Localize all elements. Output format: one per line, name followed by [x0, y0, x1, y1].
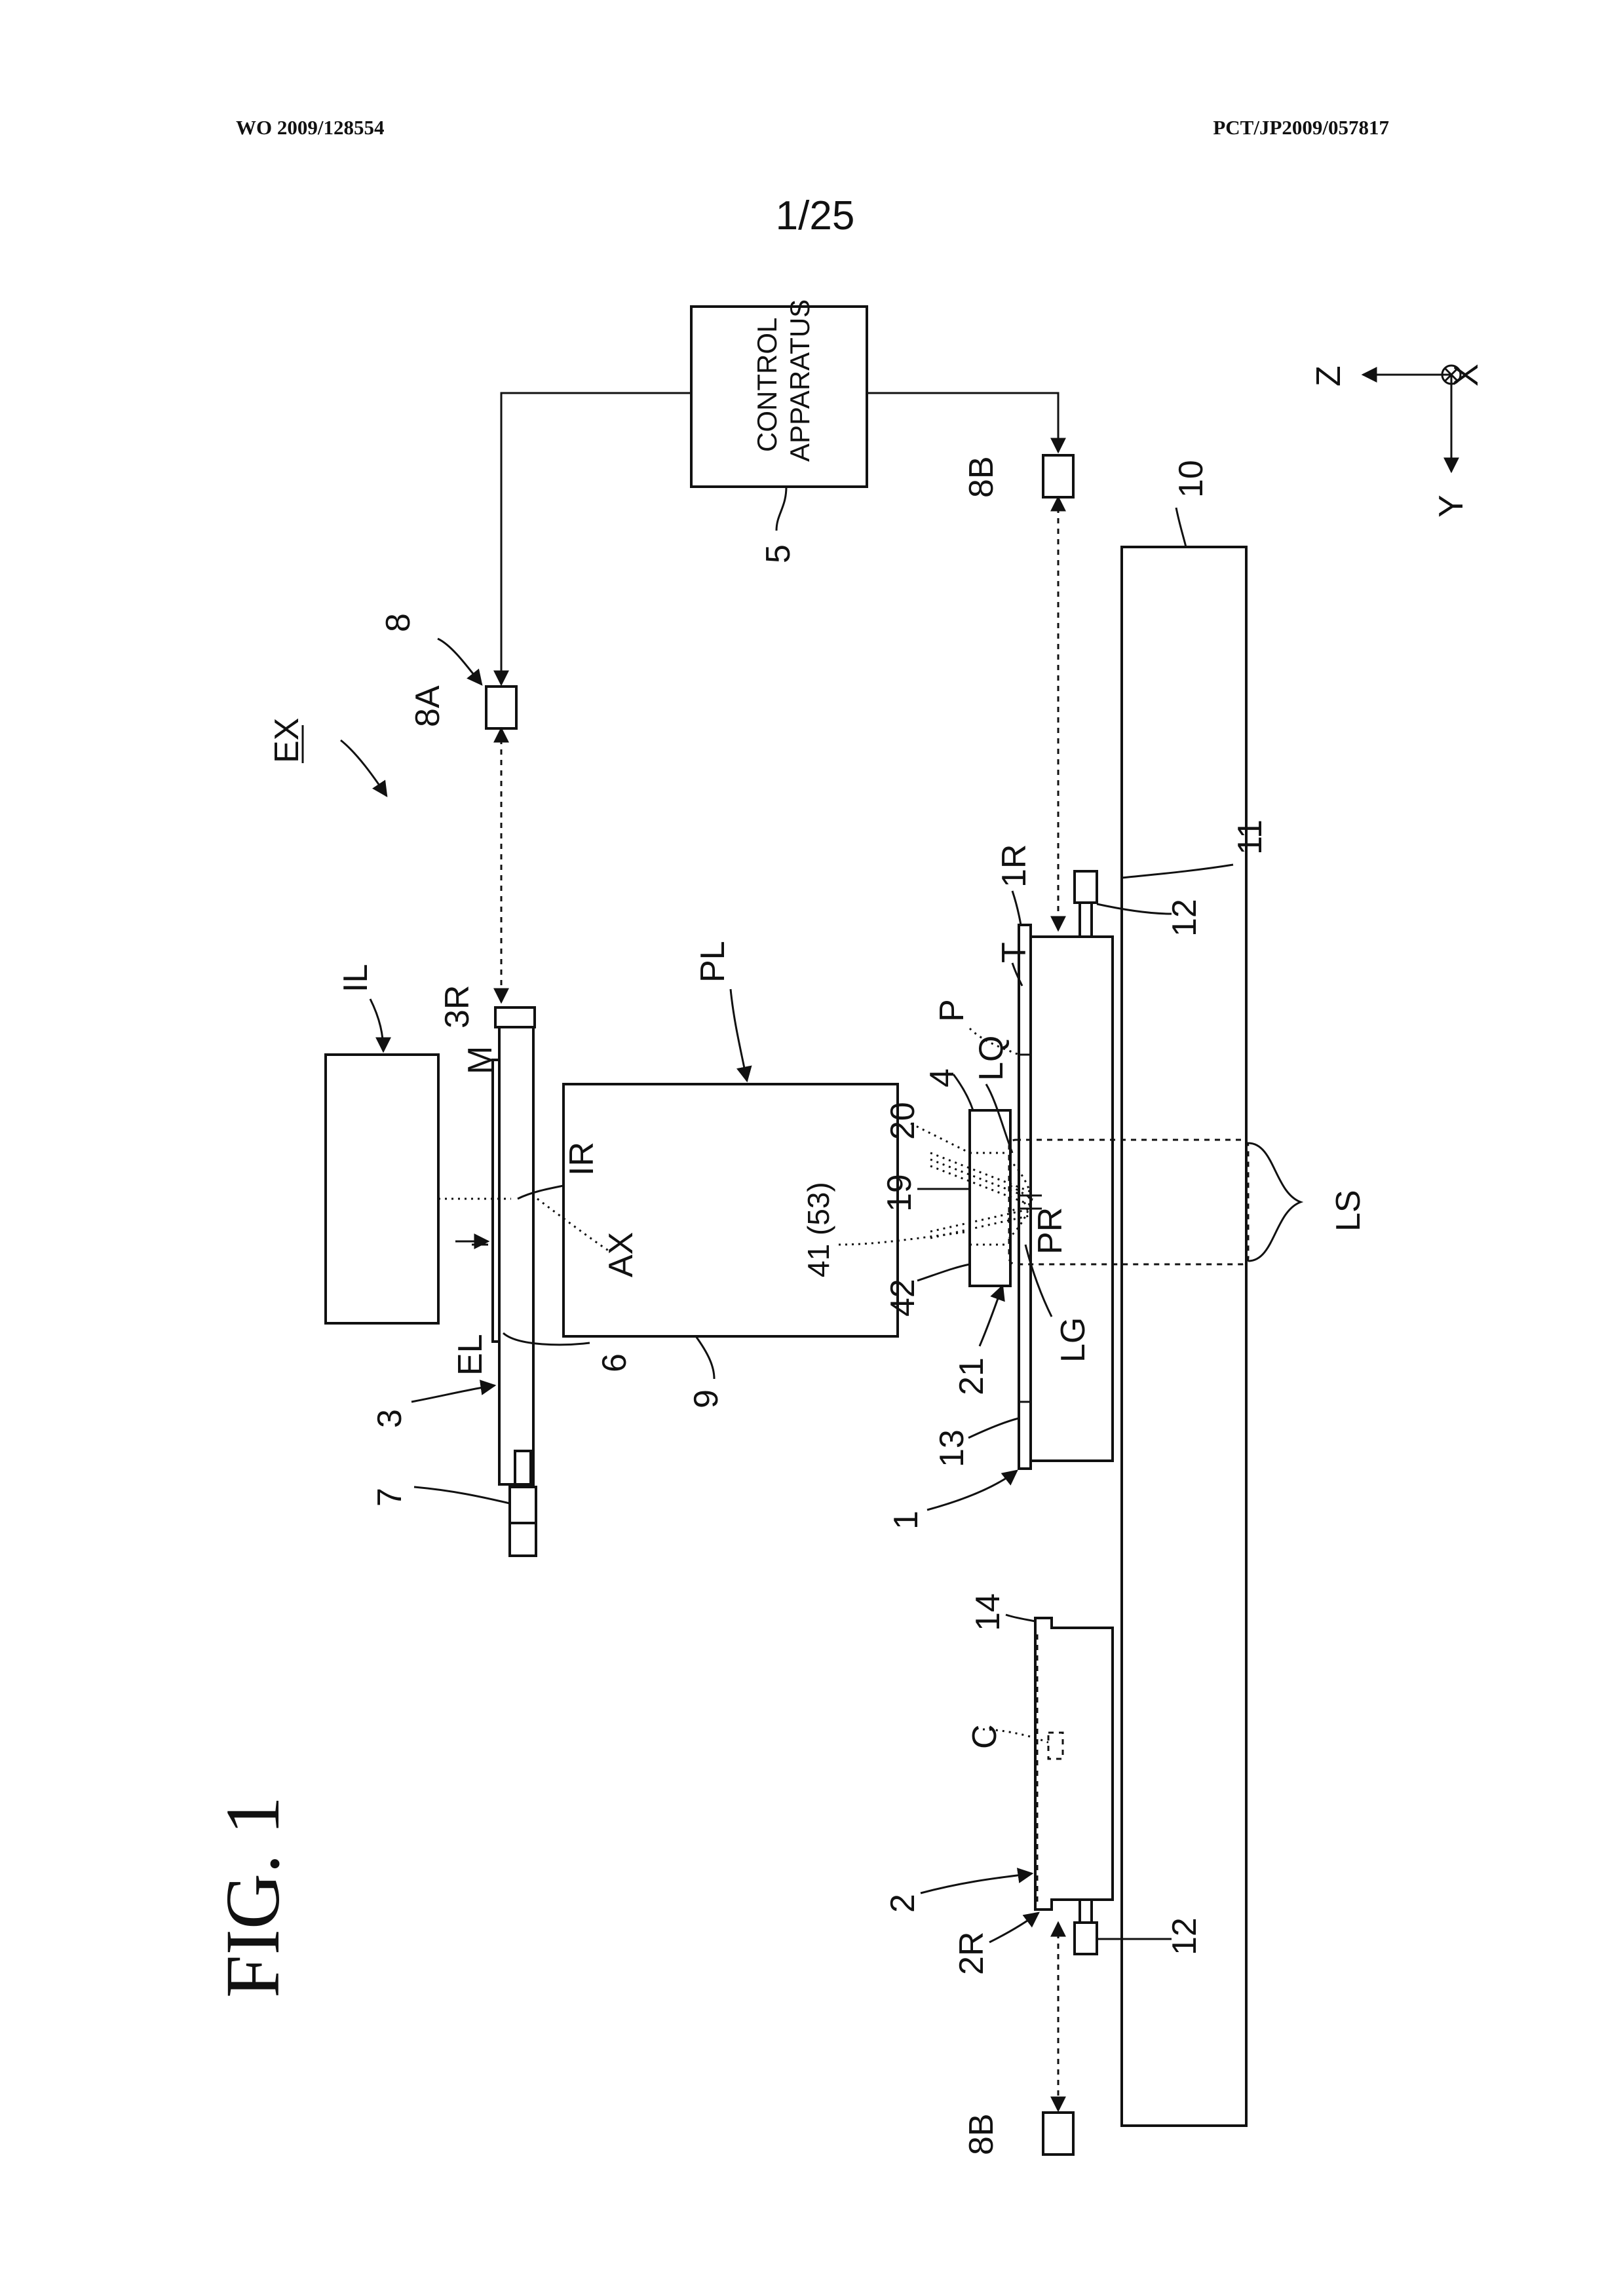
- label-20: 20: [884, 1102, 922, 1140]
- label-ir: IR: [563, 1142, 601, 1176]
- axis-x-label: X: [1447, 364, 1485, 386]
- label-5: 5: [759, 544, 797, 563]
- label-8b-top: 8B: [963, 456, 1001, 498]
- label-c: C: [966, 1724, 1004, 1749]
- label-9: 9: [687, 1389, 725, 1408]
- axis-z-label: Z: [1310, 366, 1348, 386]
- label-8b-bottom: 8B: [963, 2113, 1001, 2155]
- label-lq: LQ: [972, 1036, 1010, 1081]
- label-t: T: [995, 942, 1033, 963]
- label-10: 10: [1172, 460, 1210, 498]
- base-plate: 10 11: [1122, 460, 1269, 2126]
- label-m: M: [461, 1046, 499, 1074]
- label-il: IL: [337, 964, 375, 992]
- label-3: 3: [371, 1409, 409, 1428]
- label-2r: 2R: [953, 1932, 991, 1975]
- label-13: 13: [933, 1429, 971, 1467]
- label-19: 19: [881, 1174, 919, 1212]
- label-42: 42: [884, 1279, 922, 1317]
- application-number: PCT/JP2009/057817: [1213, 116, 1389, 139]
- label-3r: 3R: [438, 985, 476, 1028]
- label-11: 11: [1231, 819, 1269, 855]
- label-p: P: [933, 999, 971, 1022]
- label-el: EL: [451, 1334, 489, 1376]
- label-12-right: 12: [1166, 899, 1204, 937]
- label-6: 6: [596, 1353, 634, 1372]
- page-number: 1/25: [776, 193, 855, 238]
- label-14: 14: [969, 1593, 1007, 1631]
- label-2: 2: [884, 1894, 922, 1913]
- label-lg: LG: [1054, 1317, 1092, 1363]
- measuring-stage: 14 C 2 2R 12: [884, 1593, 1204, 1975]
- label-21: 21: [953, 1357, 991, 1395]
- control-apparatus: CONTROL APPARATUS 5: [691, 299, 867, 563]
- substrate-stage: 1R T P 12 13 1: [887, 844, 1204, 1530]
- publication-number: WO 2009/128554: [236, 116, 384, 139]
- coordinate-axes: Z X Y: [1310, 364, 1485, 518]
- illumination-system: IL: [326, 964, 511, 1323]
- label-41-53: 41 (53): [801, 1182, 835, 1277]
- mask-stage: 3R M IR AX EL 6 3 7: [371, 985, 640, 1556]
- label-ax: AX: [602, 1232, 640, 1277]
- axis-y-label: Y: [1432, 495, 1470, 518]
- label-pr: PR: [1031, 1207, 1069, 1254]
- control-apparatus-label-line2: APPARATUS: [784, 299, 815, 462]
- label-1: 1: [887, 1511, 925, 1530]
- label-8: 8: [379, 613, 417, 632]
- label-7: 7: [371, 1488, 409, 1507]
- label-ex: EX: [268, 718, 306, 763]
- nozzle-member: 4 LQ 20 19 41 (53) 42 21 PR LG: [801, 1036, 1092, 1395]
- interferometer-8a: 8A 8: [379, 613, 516, 1002]
- control-apparatus-label-line1: CONTROL: [752, 318, 782, 452]
- label-pl: PL: [694, 941, 732, 983]
- label-8a: 8A: [409, 685, 447, 727]
- projection-optics: PL 9: [563, 941, 898, 1408]
- label-1r: 1R: [995, 844, 1033, 888]
- figure-title: FIG. 1: [210, 1796, 296, 1998]
- label-12-left: 12: [1166, 1917, 1204, 1955]
- label-ls: LS: [1329, 1190, 1367, 1232]
